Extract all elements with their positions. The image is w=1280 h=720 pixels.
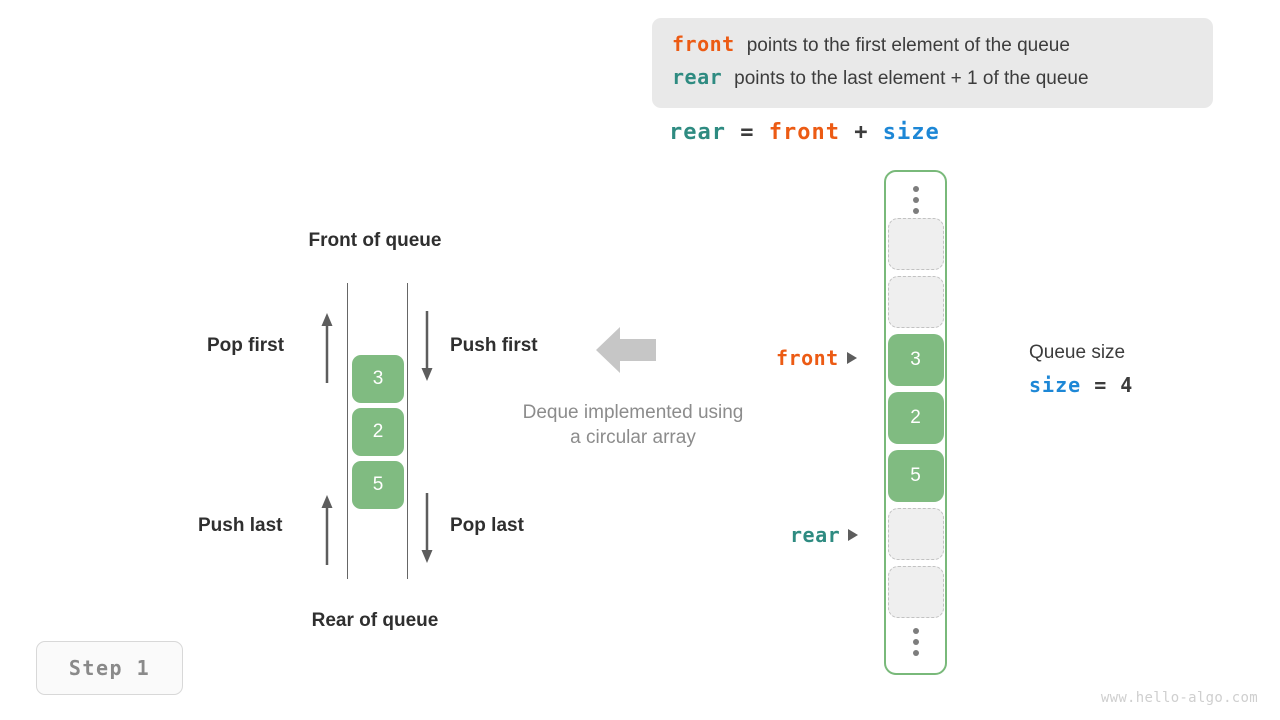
array-cell: 3 [887,334,944,386]
formula-rear: rear [669,120,726,145]
vertical-ellipsis-top-icon [912,182,919,218]
formula-rear-equals-front-plus-size: rear = front + size [669,120,940,145]
front-term: front [672,32,735,56]
label-push-last: Push last [198,515,283,536]
front-pointer-label: front [776,346,839,370]
queue-size-label: Queue size [1029,342,1126,363]
caption-line-1: Deque implemented using [522,402,744,423]
array-cell [887,508,944,560]
pointer-triangle-icon [848,529,859,541]
definition-row-rear: rear points to the last element + 1 of t… [652,65,1213,98]
deque-cell: 2 [352,408,404,456]
formula-front: front [768,120,840,145]
arrow-down-pop-last-icon [421,493,433,563]
formula-size: size [882,120,940,145]
arrow-up-pop-first-icon [321,313,333,383]
array-cell: 5 [887,450,944,502]
array-cell [887,218,944,270]
arrow-down-push-first-icon [421,311,433,381]
rear-pointer: rear [790,523,859,547]
definition-box: front points to the first element of the… [652,18,1213,108]
size-variable: size [1029,373,1082,397]
deque-diagram: Front of queue Rear of queue 3 2 5 Pop f… [180,225,600,645]
array-cell: 2 [887,392,944,444]
vertical-ellipsis-bottom-icon [912,624,919,660]
arrow-left-implementation-icon [596,327,656,373]
array-cell [887,566,944,618]
label-push-first: Push first [450,335,538,356]
step-badge: Step 1 [36,641,183,695]
caption-line-2: a circular array [570,427,696,448]
circular-array-container: 3 2 5 [884,170,947,675]
rear-description: points to the last element + 1 of the qu… [734,68,1089,89]
definition-row-front: front points to the first element of the… [652,32,1213,65]
formula-equals: = [725,120,769,145]
queue-size-block: Queue size size = 4 [1029,342,1133,397]
front-pointer: front [776,346,857,370]
center-caption: Deque implemented using a circular array [468,400,798,450]
queue-size-formula: size = 4 [1029,373,1133,397]
arrow-up-push-last-icon [321,495,333,565]
formula-plus: + [839,120,883,145]
pointer-triangle-icon [846,352,857,364]
deque-cell-stack: 3 2 5 [352,355,404,514]
deque-cell: 5 [352,461,404,509]
deque-rear-title: Rear of queue [311,610,439,631]
label-pop-last: Pop last [450,515,524,536]
label-pop-first: Pop first [207,335,285,356]
array-cell [887,276,944,328]
deque-cell: 3 [352,355,404,403]
rear-pointer-label: rear [790,523,841,547]
deque-front-title: Front of queue [308,230,442,251]
deque-rail-left [347,283,348,579]
front-description: points to the first element of the queue [746,35,1070,56]
rear-term: rear [672,65,723,89]
size-value: = 4 [1081,373,1134,397]
deque-rail-right [407,283,408,579]
watermark: www.hello-algo.com [1100,690,1258,706]
